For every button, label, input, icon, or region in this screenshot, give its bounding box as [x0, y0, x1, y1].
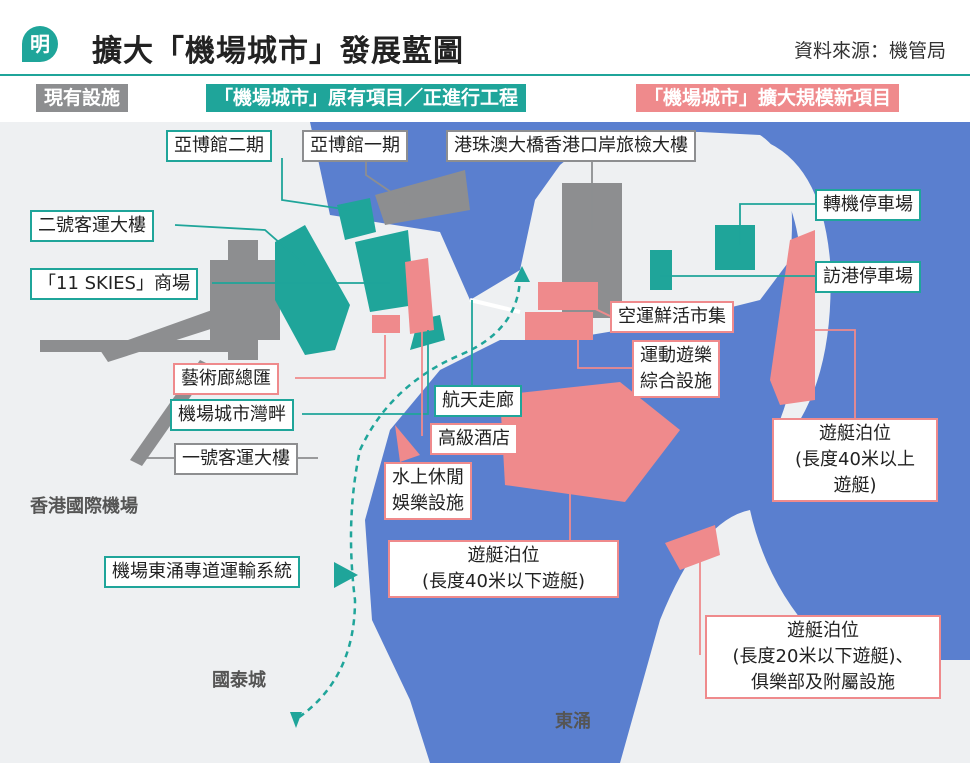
- place-tung-chung: 東涌: [555, 711, 591, 732]
- yacht-large-block: [770, 230, 815, 405]
- label-transport-system-text: 機場東涌專道運輸系統: [112, 561, 292, 582]
- asia-expo-1-building: [375, 170, 470, 225]
- skies-block: [355, 230, 415, 312]
- label-asia-expo-1: 亞博館一期: [302, 130, 408, 162]
- label-sports-line1: 運動遊樂: [640, 345, 712, 366]
- label-transfer-carpark: 轉機停車場: [815, 189, 921, 221]
- terminal-1: [40, 240, 280, 466]
- transfer-carpark-block: [715, 225, 755, 270]
- label-yacht-large-line2: (長度40米以上: [795, 449, 915, 470]
- label-water-rec-line2: 娛樂設施: [392, 493, 464, 514]
- label-air-fresh-market: 空運鮮活市集: [610, 301, 734, 333]
- hotel-block: [405, 258, 434, 334]
- label-arts-gallery: 藝術廊總匯: [173, 363, 279, 395]
- leader-market: [567, 295, 611, 317]
- label-hotel: 高級酒店: [430, 423, 518, 455]
- header-divider: [0, 74, 970, 76]
- label-sports: 運動遊樂 綜合設施: [632, 340, 720, 398]
- asia-expo-2-block: [337, 198, 376, 240]
- label-t1: 一號客運大樓: [174, 443, 298, 475]
- arts-gallery-block: [372, 315, 400, 333]
- yacht-medium-block: [500, 382, 680, 502]
- leader-transfer-carpark: [739, 203, 815, 245]
- label-yacht-small: 遊艇泊位 (長度20米以下遊艇)、 俱樂部及附屬設施: [705, 615, 941, 699]
- leader-waterfront: [302, 330, 429, 415]
- source-credit: 資料來源：機管局: [793, 40, 946, 62]
- newspaper-logo-icon: [22, 26, 58, 62]
- label-transport-system: 機場東涌專道運輸系統: [104, 556, 300, 588]
- label-aero-walk: 航天走廊: [434, 385, 522, 417]
- water-rec-arrow: [395, 425, 420, 462]
- t2-block: [275, 225, 350, 355]
- label-visitor-carpark: 訪港停車場: [815, 261, 921, 293]
- label-sports-line2: 綜合設施: [640, 371, 712, 392]
- sports-block: [525, 312, 593, 340]
- visitor-carpark-block: [650, 250, 672, 290]
- label-yacht-small-line3: 俱樂部及附屬設施: [751, 672, 895, 693]
- logo-text: 明: [30, 32, 50, 56]
- label-asia-expo-2: 亞博館二期: [166, 130, 272, 162]
- label-waterfront: 機場城市灣畔: [170, 399, 294, 431]
- leader-yacht-large: [810, 329, 856, 418]
- label-yacht-medium-line1: 遊艇泊位: [467, 545, 540, 566]
- yacht-small-block: [665, 525, 720, 570]
- legend-original: 「機場城市」原有項目／正進行工程: [206, 84, 527, 112]
- page-title: 擴大「機場城市」發展藍圖: [92, 34, 464, 69]
- legend-existing: 現有設施: [36, 84, 129, 112]
- transport-arrow-icon: [334, 562, 358, 588]
- label-yacht-large-line1: 遊艇泊位: [819, 423, 891, 444]
- label-yacht-large: 遊艇泊位 (長度40米以上 遊艇): [772, 418, 938, 502]
- route-arrow-bottom: [290, 712, 302, 728]
- place-cathay-city: 國泰城: [212, 670, 266, 691]
- leader-asia-expo-1: [365, 158, 411, 206]
- route-arrow-top: [514, 266, 530, 282]
- label-yacht-medium: 遊艇泊位 (長度40米以下遊艇): [388, 540, 619, 598]
- legend-new: 「機場城市」擴大規模新項目: [636, 84, 900, 112]
- label-yacht-large-line3: 遊艇): [833, 475, 877, 496]
- leader-asia-expo-2: [281, 158, 351, 211]
- label-yacht-medium-line2: (長度40米以下遊艇): [422, 571, 585, 592]
- label-yacht-small-line1: 遊艇泊位: [787, 620, 859, 641]
- header: 明 擴大「機場城市」發展藍圖 資料來源：機管局: [0, 0, 970, 72]
- leader-arts: [295, 335, 386, 379]
- label-hzmb-building: 港珠澳大橋香港口岸旅檢大樓: [446, 130, 696, 162]
- label-yacht-small-line2: (長度20米以下遊艇)、: [732, 646, 914, 667]
- leader-t2: [174, 224, 306, 266]
- transport-route: [294, 274, 522, 722]
- label-water-rec-line1: 水上休閒: [392, 467, 464, 488]
- place-hkia: 香港國際機場: [30, 496, 138, 517]
- label-t2: 二號客運大樓: [30, 210, 154, 242]
- leader-sports: [577, 335, 632, 369]
- label-skies-mall: 「11 SKIES」商場: [30, 268, 198, 300]
- label-water-rec: 水上休閒 娛樂設施: [384, 462, 472, 520]
